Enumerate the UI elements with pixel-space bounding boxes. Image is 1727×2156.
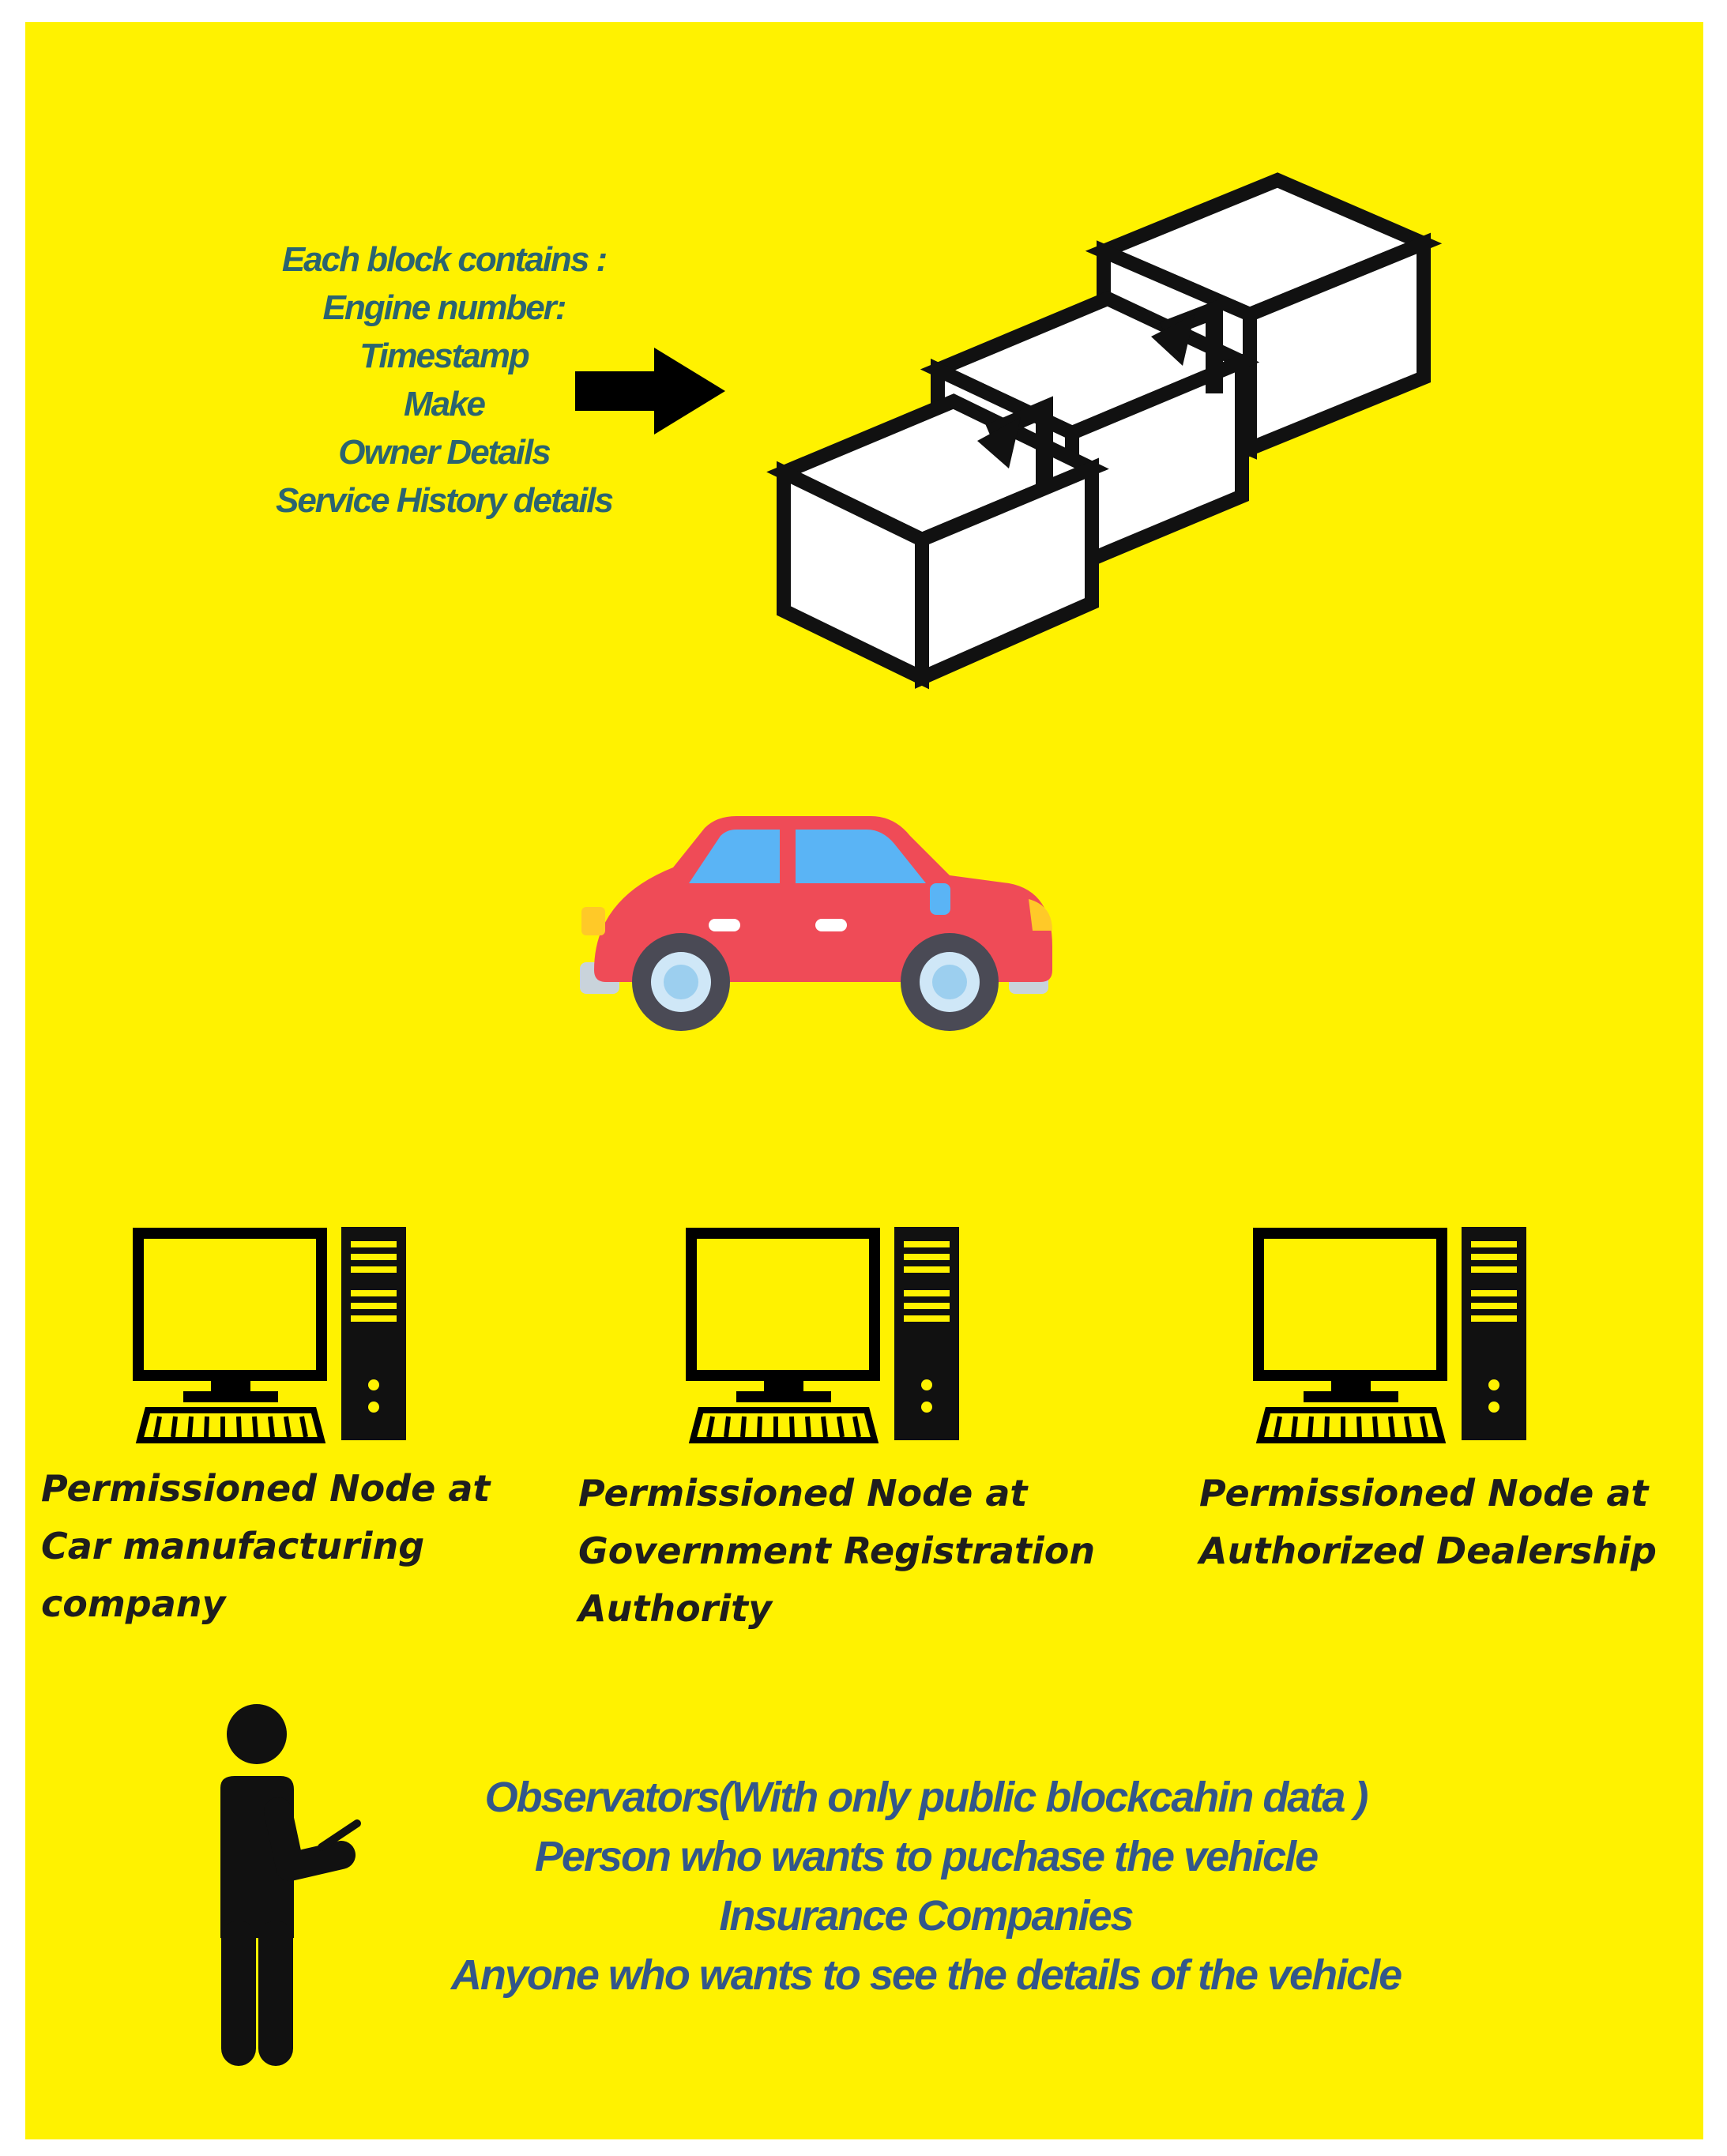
node-label-line: company (41, 1582, 226, 1625)
computer-icon (133, 1227, 406, 1443)
node-label-line: Authorized Dealership (1199, 1530, 1657, 1572)
block-line: Owner Details (338, 433, 551, 472)
observer-line: Observators(With only public blockcahin … (484, 1774, 1369, 1821)
computer-icon (686, 1227, 959, 1443)
diagram-panel: Each block contains : Engine number: Tim… (25, 22, 1703, 2139)
node-label-dealership: Permissioned Node at Authorized Dealersh… (1199, 1465, 1657, 1580)
block-line: Engine number: (322, 288, 567, 327)
observers-text: Observators(With only public blockcahin … (341, 1768, 1511, 2005)
arrow-right-icon (575, 348, 725, 435)
person-with-phone-icon (220, 1704, 361, 2066)
node-label-line: Government Registration (578, 1530, 1096, 1572)
observer-line: Anyone who wants to see the details of t… (450, 1951, 1402, 1999)
observer-line: Person who wants to puchase the vehicle (534, 1833, 1319, 1880)
node-label-line: Permissioned Node at (1199, 1472, 1649, 1514)
blockchain-cubes-icon (766, 172, 1443, 690)
block-line: Service History details (275, 481, 614, 520)
node-label-government: Permissioned Node at Government Registra… (578, 1465, 1095, 1638)
node-label-manufacturer: Permissioned Node at Car manufacturing c… (41, 1460, 490, 1633)
node-label-line: Permissioned Node at (578, 1472, 1028, 1514)
block-line: Timestamp (359, 337, 530, 375)
node-label-line: Authority (578, 1587, 773, 1630)
block-line: Each block contains : (281, 240, 608, 279)
node-label-line: Permissioned Node at (41, 1467, 491, 1510)
block-contents-text: Each block contains : Engine number: Tim… (215, 235, 673, 525)
computer-icon (1253, 1227, 1526, 1443)
car-icon (580, 816, 1052, 1031)
observer-line: Insurance Companies (719, 1892, 1134, 1940)
block-line: Make (403, 385, 486, 423)
node-label-line: Car manufacturing (41, 1525, 425, 1567)
